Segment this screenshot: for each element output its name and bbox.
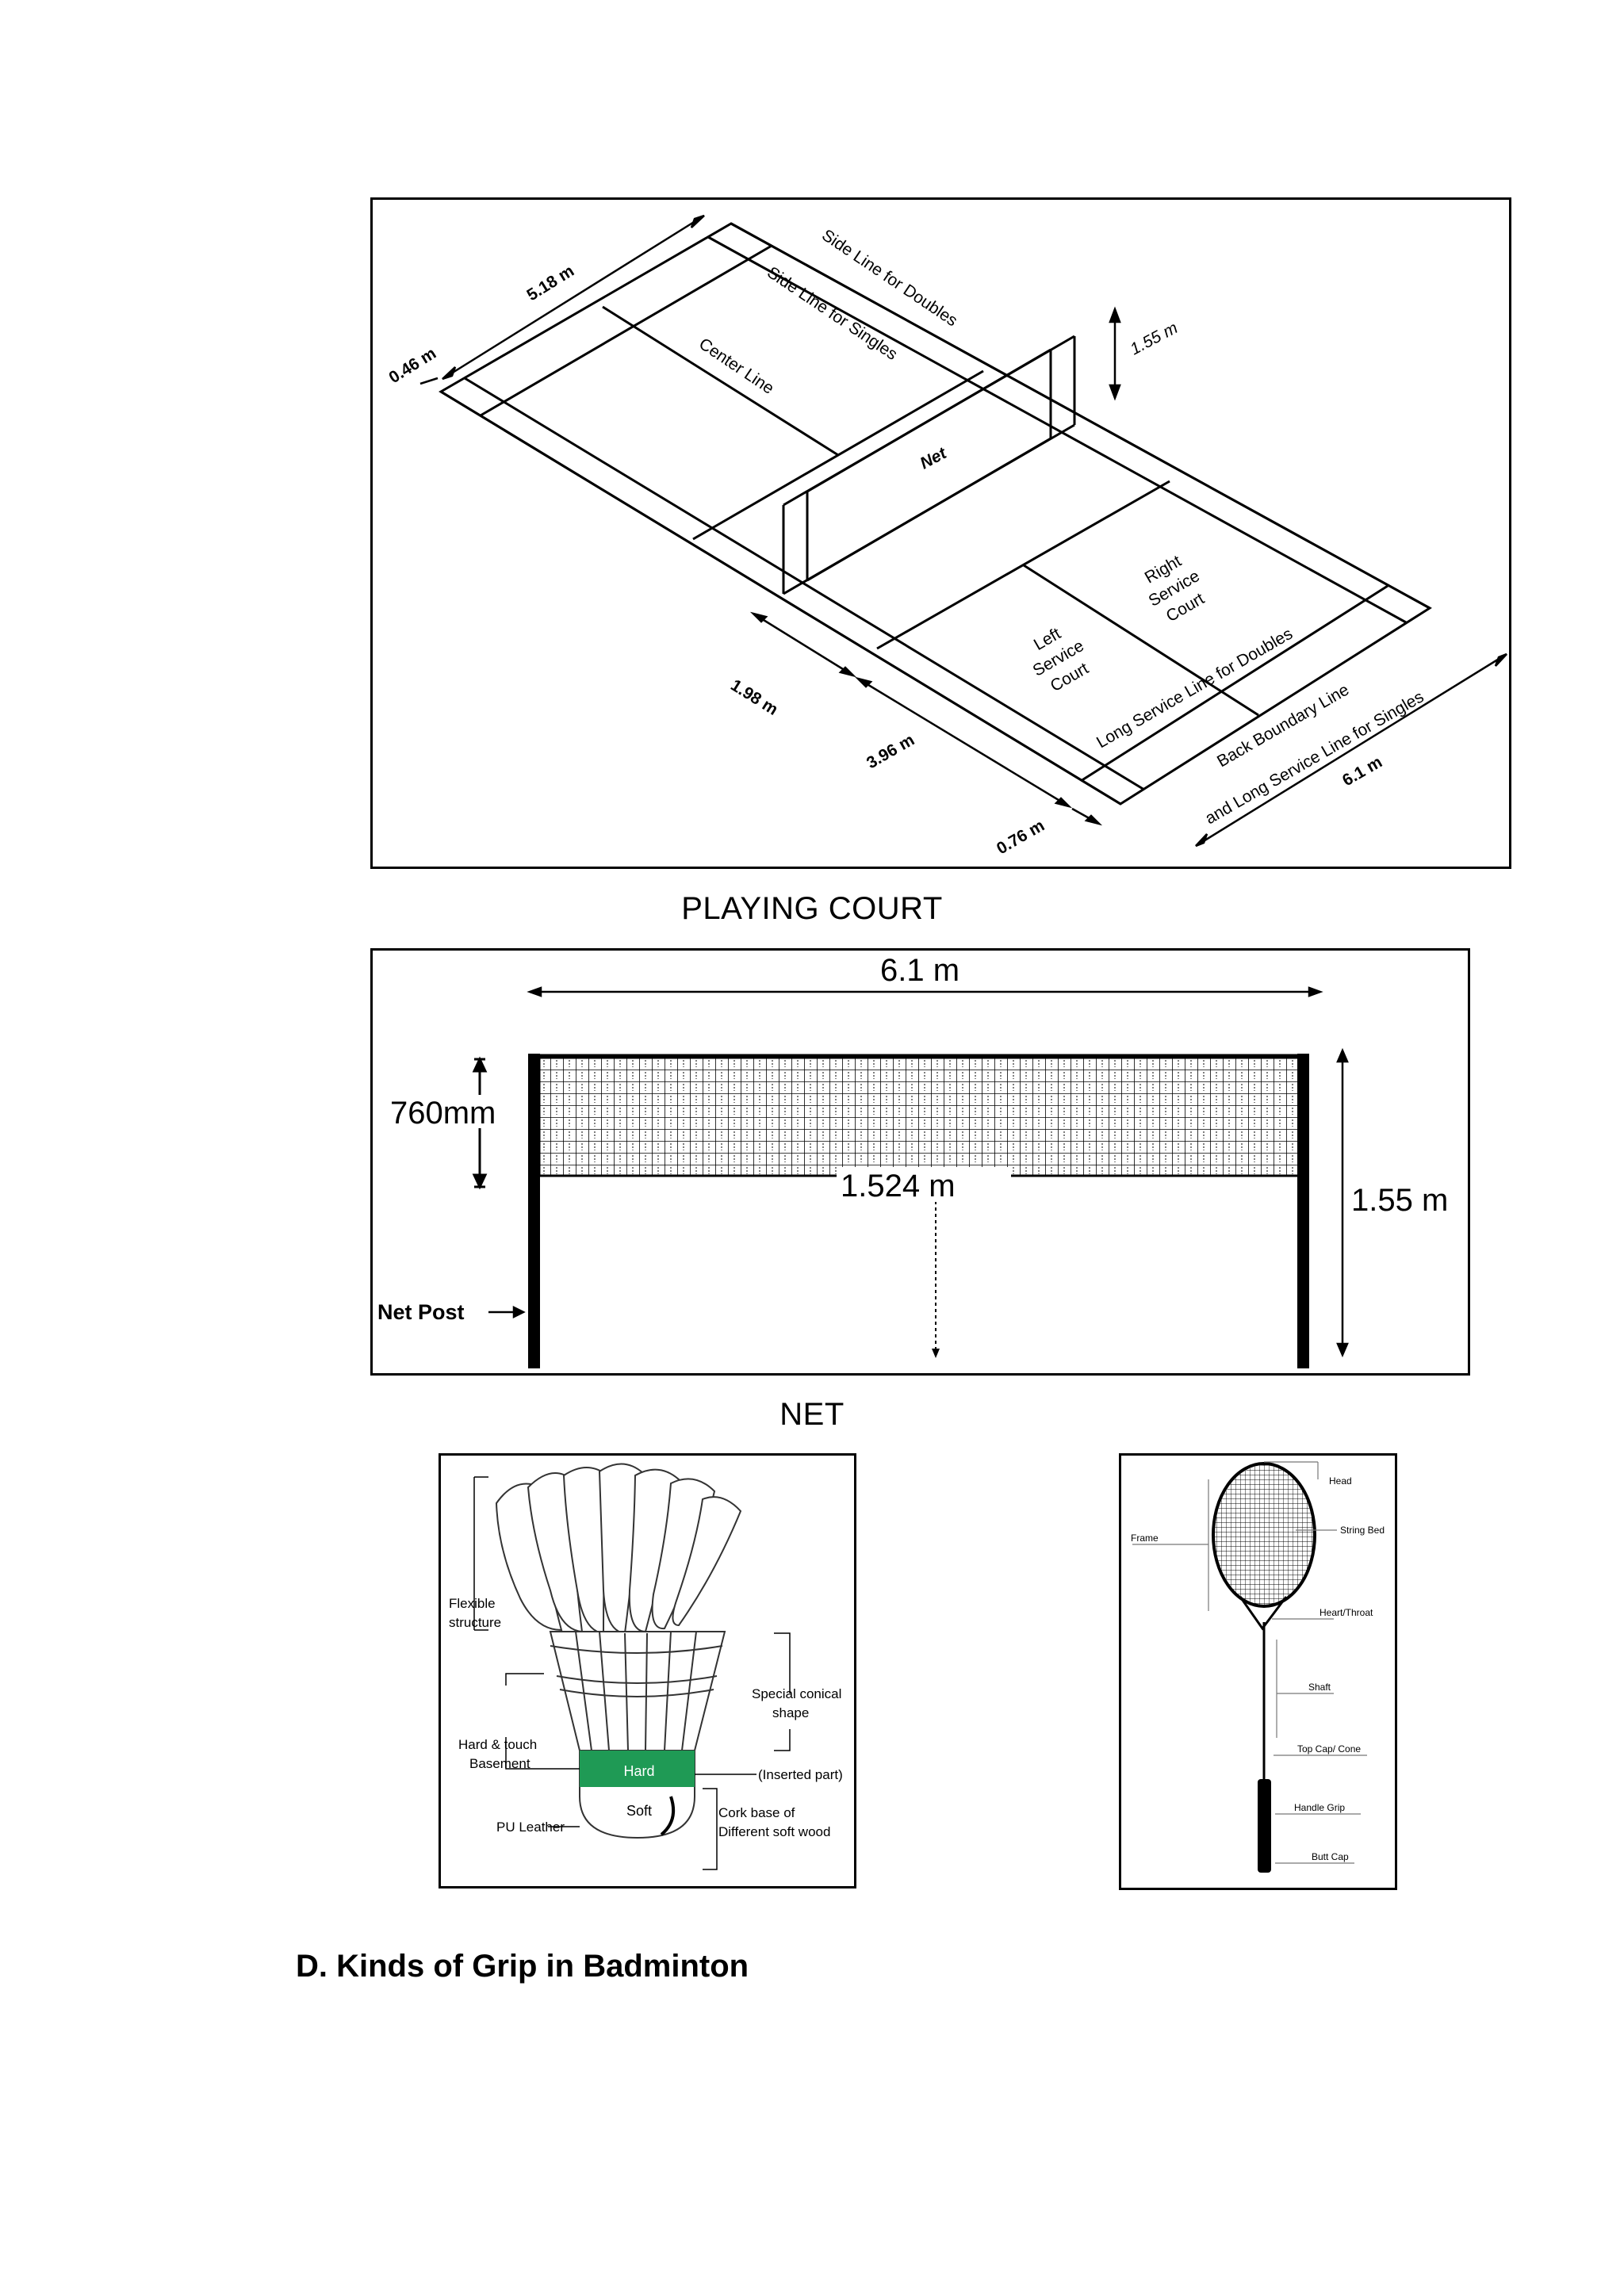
label-flexible-2: structure <box>449 1615 501 1630</box>
dim-1-55: 1.55 m <box>1128 319 1181 358</box>
net-post-left <box>528 1054 540 1368</box>
label-handle-grip: Handle Grip <box>1294 1802 1345 1813</box>
label-special-1: Special conical <box>752 1686 841 1701</box>
court-caption: PLAYING COURT <box>681 891 943 926</box>
net-width-label: 6.1 m <box>880 953 959 988</box>
label-inserted: (Inserted part) <box>758 1767 843 1782</box>
racket-figure: Head Frame String Bed Heart/Throat Shaft… <box>1119 1453 1397 1890</box>
dim-5-18: 5.18 m <box>523 262 577 304</box>
net-post-label: Net Post <box>377 1300 465 1324</box>
label-special-2: shape <box>772 1705 809 1720</box>
label-head: Head <box>1329 1475 1352 1487</box>
label-cork-2: Different soft wood <box>718 1824 830 1839</box>
label-heart-throat: Heart/Throat <box>1320 1607 1373 1618</box>
near-center-line <box>1023 564 1259 717</box>
shuttlecock-diagram: Hard Soft Flexible structure Special con… <box>449 1463 843 1870</box>
net-figure: 6.1 m 1.524 m 760mm 1.55 m Net <box>370 948 1470 1376</box>
court-diagram: Side Line for Doubles Side Line for Sing… <box>385 214 1507 859</box>
net-post-right <box>1297 1054 1309 1368</box>
dim-6-1: 6.1 m <box>1339 753 1385 790</box>
net-top-2 <box>806 348 1051 493</box>
label-hard-touch-1: Hard & touch <box>458 1737 537 1752</box>
label-frame: Frame <box>1131 1533 1159 1544</box>
racket-handle <box>1258 1779 1271 1873</box>
far-long-service-line <box>480 244 772 417</box>
label-flexible-1: Flexible <box>449 1596 496 1611</box>
label-net: Net <box>917 444 951 473</box>
net-post-height-label: 1.55 m <box>1351 1183 1448 1218</box>
dim-0-76: 0.76 m <box>994 817 1048 859</box>
label-top-cap: Top Cap/ Cone <box>1297 1743 1361 1755</box>
side-line-doubles-right <box>730 222 1431 610</box>
label-pu-leather: PU Leather <box>496 1820 565 1835</box>
near-short-service-line <box>876 480 1170 650</box>
side-line-doubles-left <box>440 390 1121 806</box>
net-diagram: 6.1 m 1.524 m 760mm 1.55 m Net <box>377 953 1448 1368</box>
net-bottom <box>806 437 1051 582</box>
far-center-line <box>602 305 839 457</box>
label-string-bed: String Bed <box>1340 1525 1385 1536</box>
net-caption: NET <box>779 1397 845 1432</box>
racket-diagram: Head Frame String Bed Heart/Throat Shaft… <box>1131 1461 1385 1873</box>
section-heading: D. Kinds of Grip in Badminton <box>296 1949 749 1984</box>
shuttlecock-figure: Hard Soft Flexible structure Special con… <box>439 1453 856 1888</box>
label-shaft: Shaft <box>1308 1682 1331 1693</box>
label-hard-touch-2: Basement <box>469 1756 530 1771</box>
net-depth-label: 760mm <box>390 1096 496 1131</box>
side-line-singles-left <box>464 377 1145 791</box>
label-soft: Soft <box>626 1803 652 1819</box>
net-mesh <box>538 1054 1306 1177</box>
court-figure: Side Line for Doubles Side Line for Sing… <box>370 197 1511 869</box>
label-butt-cap: Butt Cap <box>1312 1851 1349 1862</box>
racket-frame <box>1212 1462 1316 1608</box>
side-line-singles-right <box>707 235 1407 624</box>
net-center-height-label: 1.524 m <box>841 1169 956 1203</box>
dim-3-96: 3.96 m <box>864 731 917 773</box>
label-center-line: Center Line <box>695 335 777 398</box>
dim-1-98: 1.98 m <box>727 676 781 719</box>
label-cork-1: Cork base of <box>718 1805 795 1820</box>
label-hard: Hard <box>623 1763 654 1779</box>
near-long-service-line <box>1080 584 1388 783</box>
